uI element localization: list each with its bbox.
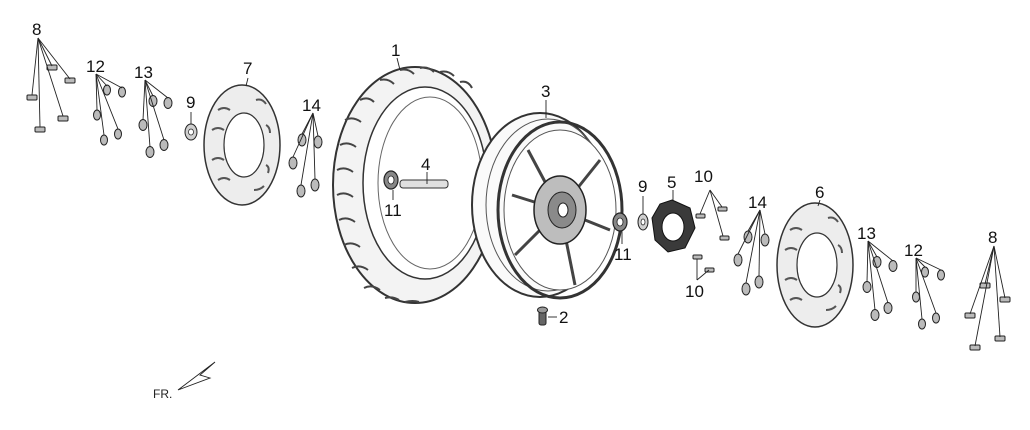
callout-8-right: 8 (988, 228, 997, 247)
callout-9-right: 9 (638, 177, 647, 196)
brake-disc-right (776, 202, 854, 328)
hardware-right (692, 206, 1011, 351)
callout-11-right: 11 (614, 245, 632, 264)
callout-numbers: 8 12 13 9 7 14 1 4 11 3 2 9 5 10 11 10 1… (32, 20, 997, 327)
callout-10-bottom: 10 (685, 282, 704, 301)
bearing-right (612, 212, 628, 232)
callout-1: 1 (391, 41, 400, 60)
callout-14-left: 14 (302, 96, 321, 115)
callout-12-left: 12 (86, 57, 105, 76)
callout-9-left: 9 (186, 93, 195, 112)
callout-3: 3 (541, 82, 550, 101)
axle (399, 179, 449, 189)
callout-11-left: 11 (384, 201, 402, 220)
spacer-left (184, 123, 198, 141)
callout-8-left: 8 (32, 20, 41, 39)
rim (471, 112, 624, 300)
spacer-right (637, 213, 649, 231)
hub-flange (651, 199, 696, 253)
front-direction-indicator: FR. (153, 361, 216, 401)
leader-lines (31, 37, 1006, 347)
callout-6: 6 (815, 183, 824, 202)
callout-4: 4 (421, 155, 430, 174)
callout-5: 5 (667, 173, 676, 192)
callout-13-left: 13 (134, 63, 153, 82)
bearing-left (383, 170, 399, 190)
callout-12-right: 12 (904, 241, 923, 260)
callout-14-right: 14 (748, 193, 767, 212)
front-label: FR. (153, 387, 172, 401)
callout-2: 2 (559, 308, 568, 327)
brake-disc-left (203, 84, 281, 206)
callout-10-top: 10 (694, 167, 713, 186)
callout-13-right: 13 (857, 224, 876, 243)
callout-7: 7 (243, 59, 252, 78)
valve-stem (537, 306, 548, 326)
